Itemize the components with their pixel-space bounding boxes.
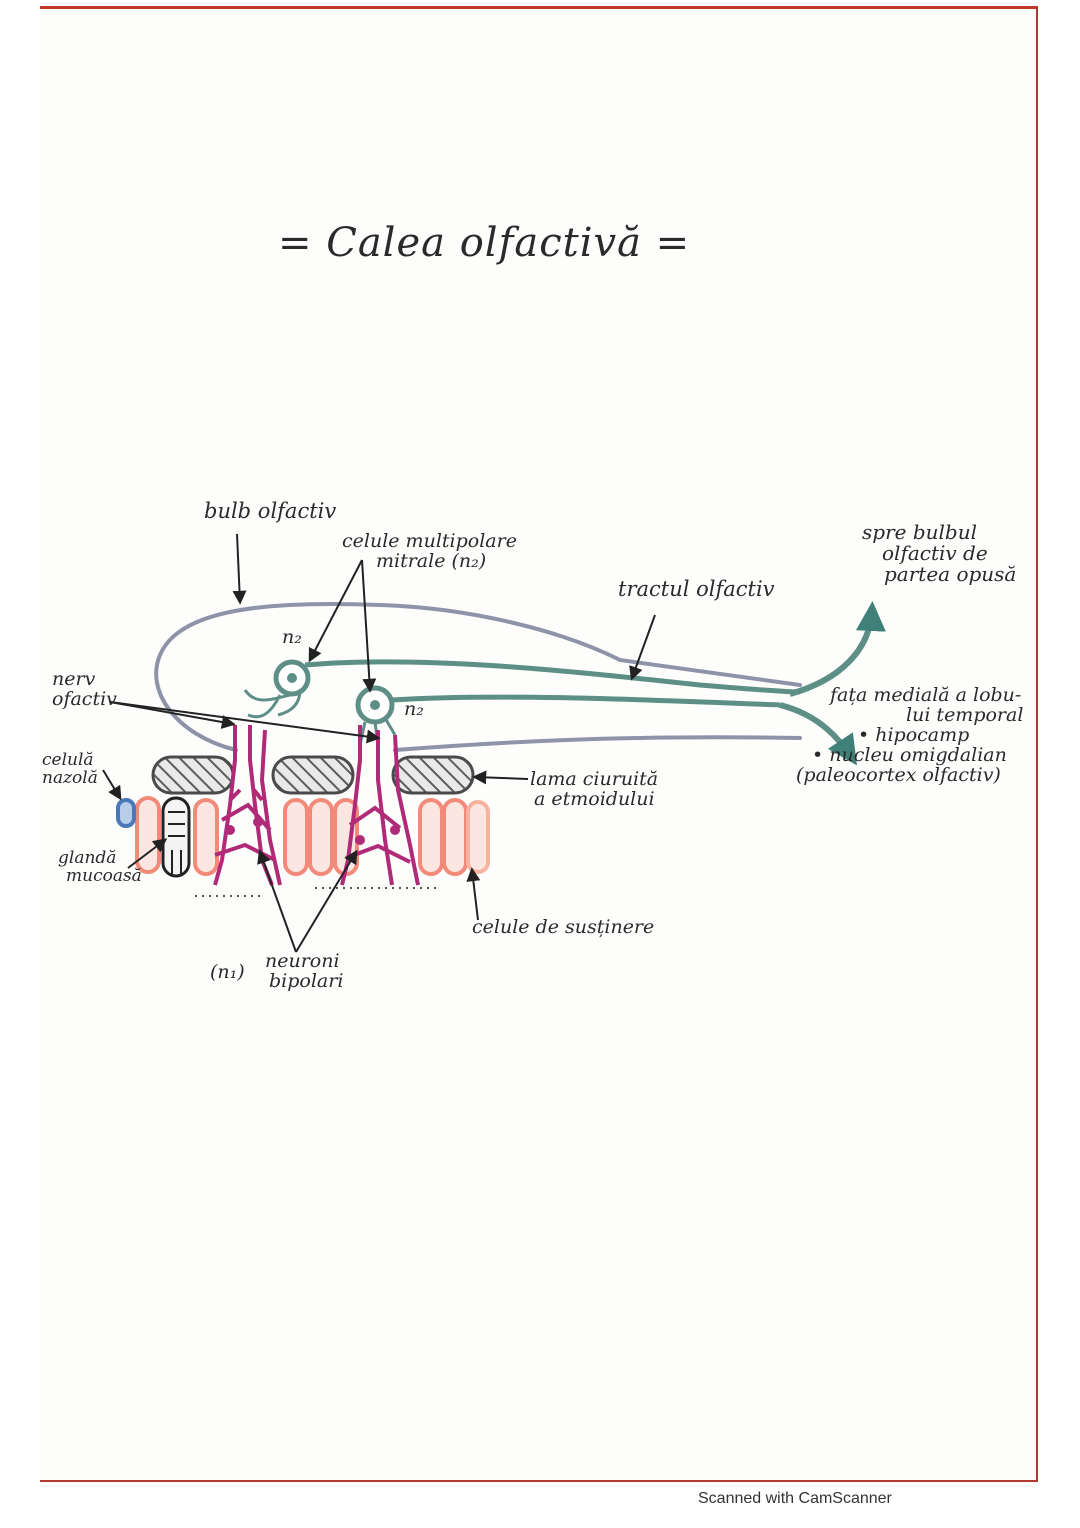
- label-n2-first: n₂: [282, 626, 302, 648]
- label-supporting-cells: celule de susținere: [472, 916, 655, 938]
- nasal-cell: [116, 798, 136, 828]
- label-nasal-cell: celulă nazolă: [42, 750, 98, 788]
- olfactory-bulb-lower-outline: [393, 735, 802, 752]
- bipolar-neurons-group-1: [213, 725, 282, 886]
- scanner-watermark: Scanned with CamScanner: [698, 1490, 892, 1507]
- page-title: = Calea olfactivă =: [278, 220, 691, 266]
- label-bipolar-neurons: neuroni bipolari: [265, 950, 344, 992]
- mitral-axon-lower: [391, 694, 781, 708]
- label-olfactory-nerve: nerv ofactiv: [52, 668, 117, 710]
- tract-to-temporal-lobe: [779, 702, 857, 766]
- mucous-gland: [161, 796, 191, 878]
- label-olfactory-bulb: bulb olfactiv: [204, 499, 337, 523]
- label-cribriform-plate: lama ciuruită a etmoidului: [530, 768, 659, 810]
- label-mitral-cells: celule multipolare mitrale (n₂): [342, 530, 517, 572]
- label-pointers: [102, 533, 656, 953]
- label-n1: (n₁): [210, 961, 245, 983]
- cribriform-segment-2: [271, 755, 355, 795]
- bipolar-soma: [355, 835, 365, 845]
- bipolar-soma: [253, 817, 263, 827]
- mitral-axon-upper: [304, 659, 801, 695]
- bipolar-soma: [225, 825, 235, 835]
- bipolar-soma: [390, 825, 400, 835]
- label-olfactory-tract: tractul olfactiv: [618, 577, 775, 601]
- label-mucous-gland: glandă mucoasă: [58, 848, 142, 886]
- tract-to-opposite-bulb: [789, 601, 886, 697]
- paper-sheet: [40, 6, 1038, 1482]
- cribriform-segment-3: [391, 755, 475, 795]
- label-temporal-lobe-targets: fața medială a lobu- lui temporal • hipo…: [796, 684, 1024, 786]
- olfactory-bulb-outline: [154, 601, 802, 752]
- supporting-cells: [135, 796, 490, 876]
- cribriform-segment-1: [151, 755, 235, 795]
- mucus-layer: [195, 887, 440, 897]
- mitral-cell-1: [243, 659, 311, 719]
- label-n2-second: n₂: [404, 698, 424, 720]
- label-to-opposite-bulb: spre bulbul olfactiv de partea opusă: [862, 520, 1017, 586]
